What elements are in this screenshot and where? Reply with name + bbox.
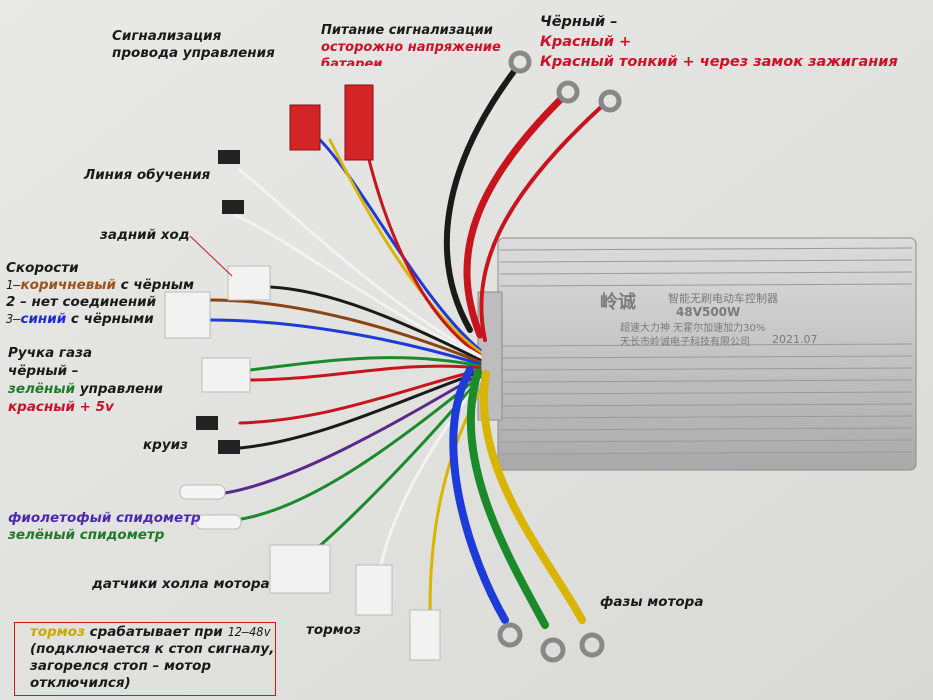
brake-note-box	[14, 622, 276, 696]
signal-wires	[208, 118, 487, 612]
label-speed1-rest: с чёрным	[115, 277, 195, 293]
label-reverse: задний ход	[100, 227, 190, 243]
label-power-red-thin: Красный тонкий + через замок зажигания	[540, 54, 898, 70]
label-speed3-num: 3–	[6, 312, 21, 326]
label-power-black: Чёрный –	[540, 14, 618, 30]
controller-line1: 智能无刷电动车控制器	[668, 292, 778, 305]
label-throttle-red: красный + 5v	[8, 399, 114, 415]
label-signal-power-title: Питание сигнализации	[321, 23, 493, 38]
connectors	[164, 84, 441, 661]
label-speed1-color: коричневый	[20, 277, 116, 293]
label-signal-wire: Сигнализация провода управления	[112, 28, 275, 62]
label-brake-note-volt: 12–48v	[227, 625, 271, 639]
label-brake-note-rest: срабатывает при	[84, 624, 228, 640]
phase-wires	[449, 366, 605, 663]
power-leads	[443, 50, 622, 342]
label-speedo: фиолетофый спидометр зелёный спидометр	[8, 510, 201, 544]
label-power-red: Красный +	[540, 34, 632, 50]
label-speeds-title: Скорости	[6, 260, 79, 276]
label-power: Чёрный – Красный + Красный тонкий + чере…	[540, 12, 898, 72]
label-throttle-green: зелёный управлени	[8, 380, 163, 398]
label-learn-line: Линия обучения	[84, 167, 211, 183]
label-brake-note-line2: (подключается к стоп сигналу,	[30, 641, 275, 657]
label-brake-note: тормоз срабатывает при 12–48v (подключае…	[30, 624, 274, 692]
label-speedo-green: зелёный спидометр	[8, 527, 165, 543]
label-signal-power-warning2: батареи	[321, 57, 383, 66]
label-signal-power-warning1: осторожно напряжение	[321, 40, 501, 55]
label-signal-power: Питание сигнализации осторожно напряжени…	[321, 22, 501, 66]
label-speed3-rest: с чёрными	[66, 311, 154, 327]
label-brake-note-line1: тормоз срабатывает при 12–48v	[30, 624, 274, 641]
label-speed3: 3–синий с чёрными	[6, 311, 194, 328]
controller-date: 2021.07	[772, 333, 818, 346]
reverse-pointer	[189, 235, 233, 277]
label-speeds: Скорости 1–коричневый с чёрным 2 – нет с…	[6, 260, 194, 328]
label-brake: тормоз	[306, 622, 361, 638]
label-motor-phases: фазы мотора	[600, 594, 704, 610]
label-speed1-num: 1–	[6, 278, 21, 292]
controller-model: 48V500W	[676, 305, 741, 319]
controller-line3: 超速大力神 无霍尔加速加力30%	[620, 323, 766, 334]
label-speed3-color: синий	[20, 311, 67, 327]
label-brake-note-line4: отключился)	[30, 675, 131, 691]
label-throttle-title: Ручка газа	[8, 345, 93, 361]
label-speedo-purple: фиолетофый спидометр	[8, 510, 201, 526]
controller-box	[477, 237, 917, 471]
label-throttle-black: чёрный –	[8, 363, 79, 379]
label-brake-note-line3: загорелся стоп – мотор	[30, 658, 212, 674]
label-throttle-green-rest: управлени	[75, 381, 164, 397]
controller-brand: 岭诚	[600, 292, 636, 313]
label-throttle-green-color: зелёный	[8, 381, 76, 397]
controller-maker: 天长市岭诚电子科技有限公司	[620, 337, 750, 348]
label-signal-wire-line2: провода управления	[112, 45, 275, 61]
label-cruise: круиз	[143, 437, 188, 453]
label-brake-note-color: тормоз	[30, 624, 85, 640]
label-throttle: Ручка газа чёрный – зелёный управлени кр…	[8, 344, 163, 416]
label-speed1: 1–коричневый с чёрным	[6, 277, 194, 294]
label-signal-wire-line1: Сигнализация	[112, 28, 222, 44]
label-hall-sensors: датчики холла мотора	[92, 576, 270, 592]
label-speed2: 2 – нет соединений	[6, 294, 157, 310]
